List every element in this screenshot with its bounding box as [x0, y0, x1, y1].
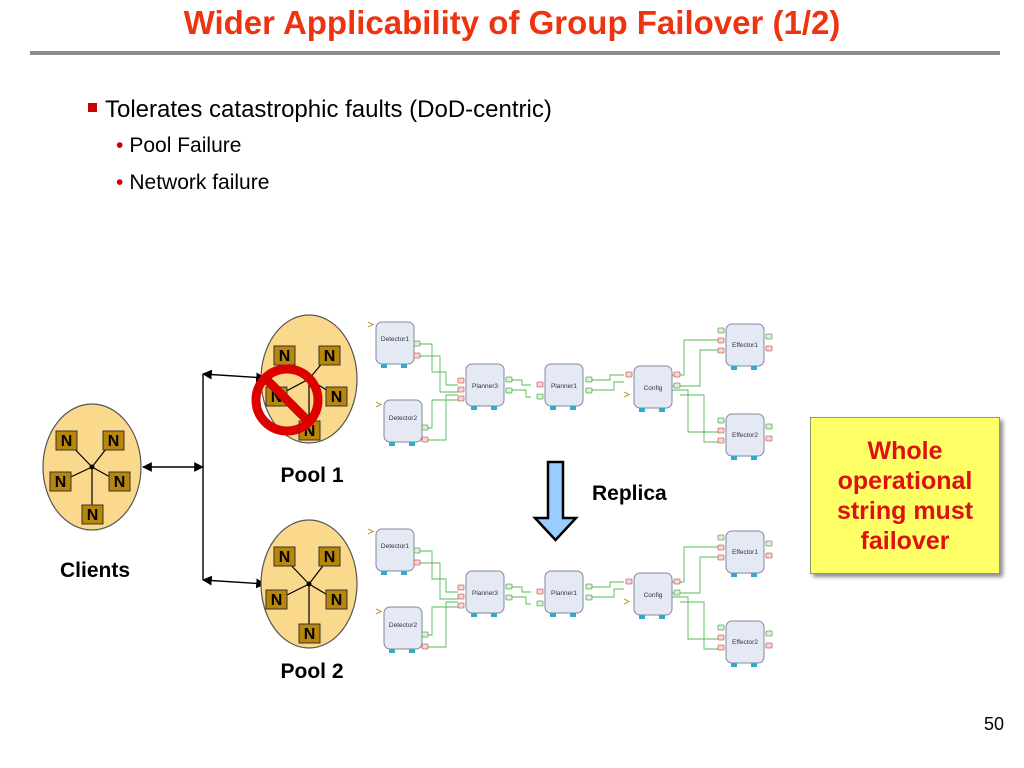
component-label: Detector2 [389, 622, 418, 629]
node-box: N [318, 345, 341, 366]
bullet-main: Tolerates catastrophic faults (DoD-centr… [88, 96, 552, 124]
node-label: N [324, 549, 336, 566]
operational-string-2: Detector1 Detector2 Planner3 Planner1 Co… [367, 528, 773, 668]
node-box: N [108, 471, 131, 492]
node-label: N [304, 423, 316, 440]
node-label: N [331, 389, 343, 406]
bullet-sub-2: •Network failure [116, 171, 269, 195]
slide-title: Wider Applicability of Group Failover (1… [183, 4, 841, 41]
component-label: Effector2 [732, 432, 758, 439]
node-label: N [331, 592, 343, 609]
node-label: N [61, 433, 73, 450]
dot-bullet-icon: • [116, 171, 124, 194]
down-arrow-icon [532, 460, 579, 542]
pool-1: N N N N N [251, 314, 358, 444]
component-label: Effector1 [732, 549, 758, 556]
square-bullet-icon [88, 103, 97, 112]
client-pool-links [142, 369, 266, 589]
component-label: Detector2 [389, 415, 418, 422]
node-label: N [324, 348, 336, 365]
node-box: N [273, 345, 296, 366]
node-box: N [325, 589, 348, 610]
pool-1-label: Pool 1 [280, 464, 343, 487]
component-label: Planner3 [472, 590, 498, 597]
node-box: N [325, 386, 348, 407]
bullet-sub-1-text: Pool Failure [129, 134, 242, 157]
operational-string-1: Detector1 Detector2 Planner3 Planner1 Co… [367, 321, 773, 461]
node-box: N [298, 623, 321, 644]
callout-text: Whole operational string must failover [836, 436, 974, 555]
component-label: Detector1 [381, 336, 410, 343]
component-label: Detector1 [381, 543, 410, 550]
node-label: N [108, 433, 120, 450]
pool-2-label: Pool 2 [280, 660, 343, 683]
node-box: N [318, 546, 341, 567]
clients-label: Clients [60, 559, 130, 582]
component-label: Planner3 [472, 383, 498, 390]
component-label: Effector2 [732, 639, 758, 646]
page-number: 50 [983, 714, 1004, 734]
clients-pool: N N N N N [42, 403, 142, 531]
bullet-sub-1: •Pool Failure [116, 134, 241, 158]
node-label: N [87, 507, 99, 524]
prohibition-icon [251, 364, 323, 436]
node-label: N [271, 592, 283, 609]
node-label: N [304, 626, 316, 643]
node-label: N [279, 549, 291, 566]
node-label: N [55, 474, 67, 491]
node-label: N [279, 348, 291, 365]
component-label: Planner1 [551, 383, 577, 390]
node-label: N [271, 389, 283, 406]
component-label: Config [644, 385, 663, 392]
node-box: N [273, 546, 296, 567]
node-box: N [81, 504, 104, 525]
node-box: N [49, 471, 72, 492]
component-label: Effector1 [732, 342, 758, 349]
node-box: N [265, 589, 288, 610]
node-box: N [102, 430, 125, 451]
dot-bullet-icon: • [116, 134, 124, 157]
title-divider [30, 51, 1000, 55]
component-label: Planner1 [551, 590, 577, 597]
replica-label: Replica [592, 482, 667, 505]
node-box: N [55, 430, 78, 451]
pool-2: N N N N N [260, 519, 358, 649]
node-label: N [114, 474, 126, 491]
bullet-sub-2-text: Network failure [129, 171, 270, 194]
component-label: Config [644, 592, 663, 599]
failover-callout: Whole operational string must failover [810, 417, 1000, 574]
bullet-main-text: Tolerates catastrophic faults (DoD-centr… [105, 96, 552, 123]
